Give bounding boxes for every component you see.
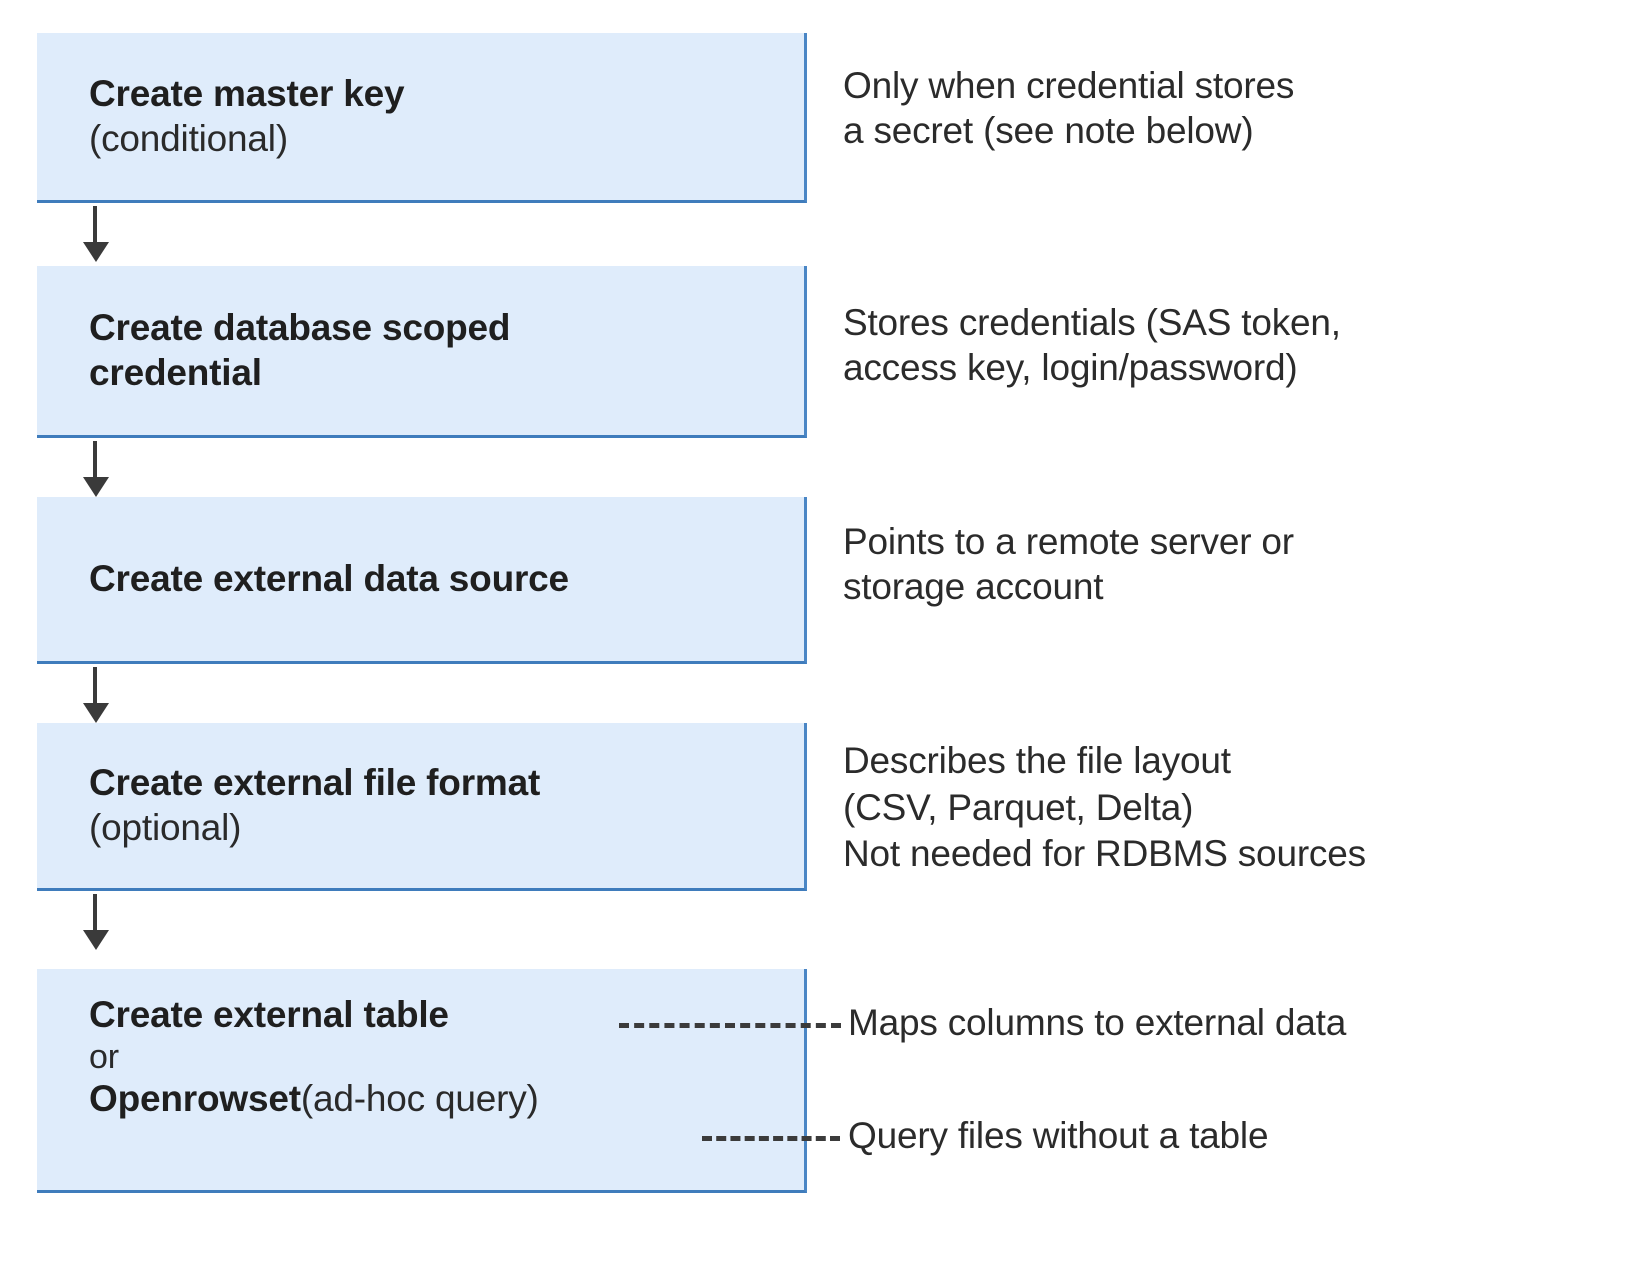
step-subtitle: (conditional)	[89, 117, 288, 159]
dashed-leader-openrowset	[702, 1136, 840, 1141]
step-title: Create external data source	[89, 557, 569, 599]
step-box-create-master-key[interactable]: Create master key (conditional)	[37, 33, 807, 203]
arrow-data-source-to-file-format	[83, 667, 109, 723]
step-title: Create master key	[89, 72, 405, 114]
note-create-master-key: Only when credential stores a secret (se…	[843, 65, 1295, 152]
step-title: Create external file format	[89, 761, 541, 803]
arrow-file-format-to-external-table	[83, 894, 109, 950]
openrowset-row: Openrowset (ad-hoc query)	[89, 1077, 790, 1122]
arrow-credential-to-data-source	[83, 441, 109, 497]
step-title-openrowset: Openrowset	[89, 1077, 301, 1119]
step-box-create-external-table-or-openrowset[interactable]: Create external table or Openrowset (ad-…	[37, 969, 807, 1193]
step-box-create-external-file-format[interactable]: Create external file format (optional)	[37, 723, 807, 891]
step-title-openrowset-suffix: (ad-hoc query)	[300, 1077, 539, 1119]
step-box-create-external-data-source[interactable]: Create external data source	[37, 497, 807, 664]
note-openrowset: Query files without a table	[848, 1115, 1269, 1156]
note-create-external-table: Maps columns to external data	[848, 1002, 1347, 1043]
step-subtitle: (optional)	[89, 806, 242, 848]
step-title-external-table: Create external table	[89, 994, 449, 1035]
step-box-create-database-scoped-credential[interactable]: Create database scoped credential	[37, 266, 807, 438]
note-create-external-file-format: Describes the file layout (CSV, Parquet,…	[843, 740, 1366, 875]
step-title: Create database scoped credential	[89, 306, 511, 393]
note-create-database-scoped-credential: Stores credentials (SAS token, access ke…	[843, 302, 1341, 389]
step-separator-or: or	[89, 1037, 119, 1076]
note-create-external-data-source: Points to a remote server or storage acc…	[843, 521, 1294, 608]
arrow-master-key-to-credential	[83, 206, 109, 262]
dashed-leader-external-table	[619, 1023, 841, 1028]
